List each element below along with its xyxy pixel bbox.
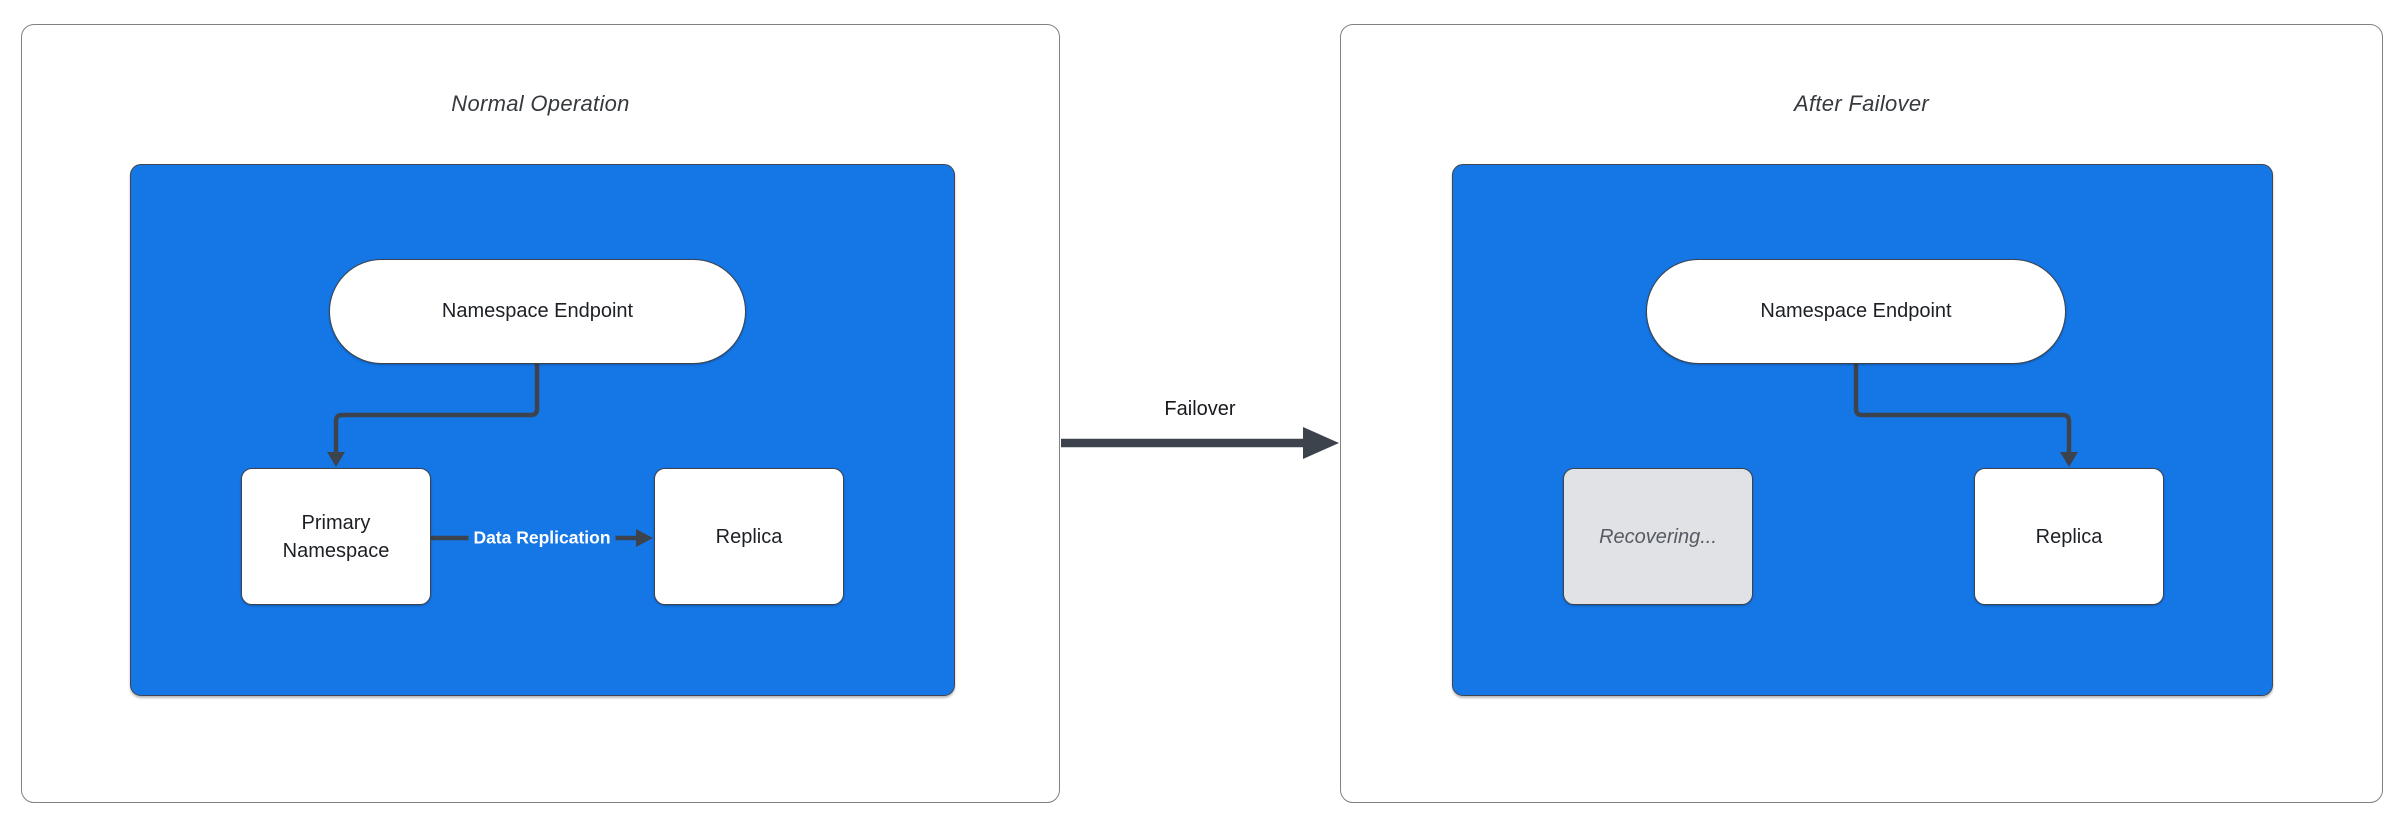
replica-node-normal: Replica	[654, 468, 844, 605]
recovering-label: Recovering...	[1599, 525, 1717, 548]
replica-label-normal: Replica	[715, 525, 783, 548]
recovering-node: Recovering...	[1563, 468, 1753, 605]
failover-arrowhead	[1303, 427, 1339, 459]
namespace-endpoint-label-after: Namespace Endpoint	[1760, 300, 1952, 322]
panel-title-normal-operation: Normal Operation	[451, 91, 630, 116]
panel-normal-operation: Normal Operation Namespace Endpoint Prim…	[21, 24, 1060, 803]
data-replication-edge-label: Data Replication	[468, 525, 616, 551]
after-cluster-container: Namespace Endpoint Recovering... Replica	[1452, 164, 2273, 696]
endpoint-to-replica-arrowhead	[2060, 452, 2078, 467]
panel-title-after-failover: After Failover	[1793, 91, 1930, 116]
failover-transition-group: Failover	[1060, 398, 1340, 468]
data-replication-arrowhead	[636, 529, 653, 547]
namespace-endpoint-node-after: Namespace Endpoint	[1646, 259, 2066, 364]
namespace-endpoint-node-normal: Namespace Endpoint	[329, 259, 746, 364]
primary-namespace-label: Primary Namespace	[282, 511, 390, 562]
endpoint-to-replica-connector	[1853, 363, 2072, 455]
replica-node-after: Replica	[1974, 468, 2164, 605]
primary-namespace-node: Primary Namespace	[241, 468, 431, 605]
endpoint-to-primary-connector	[333, 363, 540, 455]
normal-connectors	[327, 363, 653, 547]
failover-arrow	[1061, 427, 1339, 459]
endpoint-to-primary-arrowhead	[327, 452, 345, 467]
failover-label: Failover	[1164, 398, 1236, 420]
normal-cluster-container: Namespace Endpoint Primary Namespace Rep…	[130, 164, 955, 696]
after-connectors	[1853, 363, 2078, 467]
replica-label-after: Replica	[2035, 525, 2103, 548]
namespace-endpoint-label-normal: Namespace Endpoint	[441, 300, 634, 322]
panel-after-failover: After Failover Namespace Endpoint Recove…	[1340, 24, 2383, 803]
